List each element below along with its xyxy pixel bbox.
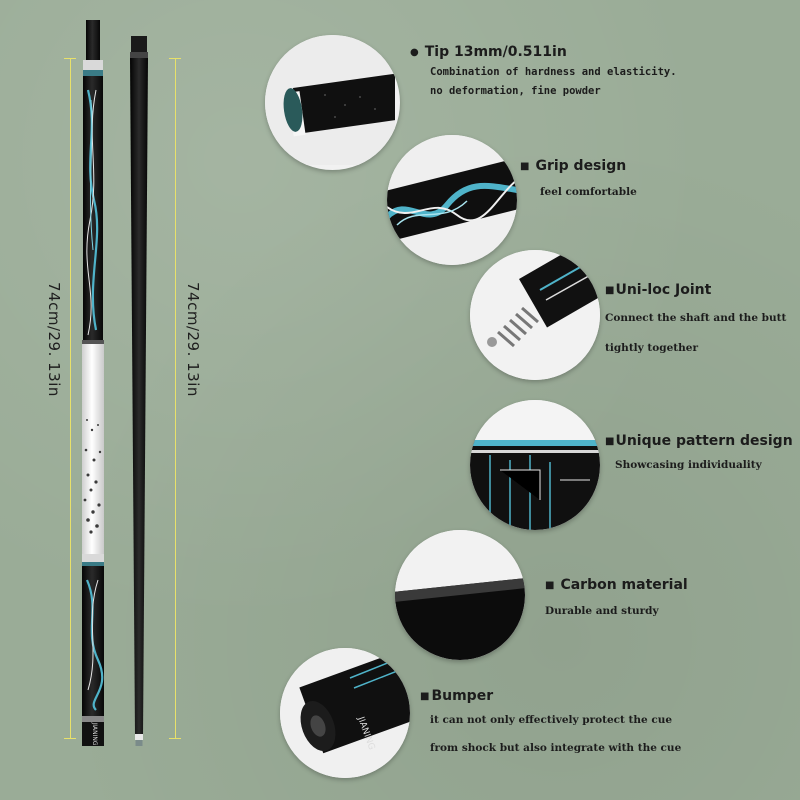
bullet-icon: ■ <box>420 690 430 702</box>
butt-dimension-cap-top <box>64 58 76 59</box>
butt-brand-text: JIANING <box>91 721 98 745</box>
bullet-icon: ● <box>410 46 419 58</box>
cue-shaft-image <box>130 36 148 746</box>
bullet-icon: ■ <box>605 435 615 447</box>
feature-grip-desc-1: feel comfortable <box>540 186 637 198</box>
feature-tip: ●Tip 13mm/0.511in Combination of hardnes… <box>410 44 677 98</box>
feature-carbon-desc-1: Durable and sturdy <box>545 605 659 617</box>
feature-bumper: ■Bumper it can not only effectively prot… <box>420 688 681 760</box>
feature-tip-desc-2: no deformation, fine powder <box>430 85 601 97</box>
shaft-dimension-cap-bottom <box>169 738 181 739</box>
butt-length-label: 74cm/29. 13in <box>45 282 63 397</box>
feature-joint-desc-1: Connect the shaft and the butt <box>605 312 787 324</box>
joint-detail-circle <box>470 250 600 380</box>
feature-pattern-desc-1: Showcasing individuality <box>615 459 762 471</box>
feature-joint: ■Uni-loc Joint Connect the shaft and the… <box>605 282 786 360</box>
feature-pattern-title: ■Unique pattern design <box>605 433 793 449</box>
shaft-dimension-cap-top <box>169 58 181 59</box>
feature-grip: ■Grip design feel comfortable <box>520 158 637 204</box>
cue-butt-image: JIANING <box>82 20 104 746</box>
feature-grip-title: ■Grip design <box>520 158 627 174</box>
feature-pattern: ■Unique pattern design Showcasing indivi… <box>605 433 793 477</box>
pattern-detail-circle <box>470 400 600 530</box>
feature-tip-title: ●Tip 13mm/0.511in <box>410 44 567 60</box>
feature-joint-title: ■Uni-loc Joint <box>605 282 712 298</box>
feature-bumper-title: ■Bumper <box>420 688 494 704</box>
bullet-icon: ■ <box>605 284 615 296</box>
cue-tip-icon <box>265 35 395 165</box>
feature-carbon: ■Carbon material Durable and sturdy <box>545 577 688 623</box>
carbon-detail-circle <box>395 530 525 660</box>
feature-bumper-desc-2: from shock but also integrate with the c… <box>430 742 682 754</box>
shaft-length-label: 74cm/29. 13in <box>184 282 202 397</box>
butt-dimension-line <box>70 58 71 738</box>
shaft-dimension-line <box>175 58 176 738</box>
bumper-icon: JIANING <box>280 648 410 778</box>
tip-detail-circle <box>265 35 400 170</box>
bullet-icon: ■ <box>520 160 530 172</box>
feature-joint-desc-2: tightly together <box>605 342 698 354</box>
grip-detail-circle <box>387 135 517 265</box>
bumper-detail-circle: JIANING <box>280 648 410 778</box>
carbon-shaft-icon <box>395 530 525 660</box>
feature-bumper-desc-1: it can not only effectively protect the … <box>430 714 673 726</box>
grip-icon <box>387 135 517 265</box>
feature-tip-desc-1: Combination of hardness and elasticity. <box>430 66 677 78</box>
bullet-icon: ■ <box>545 579 555 591</box>
butt-dimension-cap-bottom <box>64 738 76 739</box>
joint-pin-icon <box>470 250 600 380</box>
pattern-icon <box>470 400 600 530</box>
feature-carbon-title: ■Carbon material <box>545 577 688 593</box>
